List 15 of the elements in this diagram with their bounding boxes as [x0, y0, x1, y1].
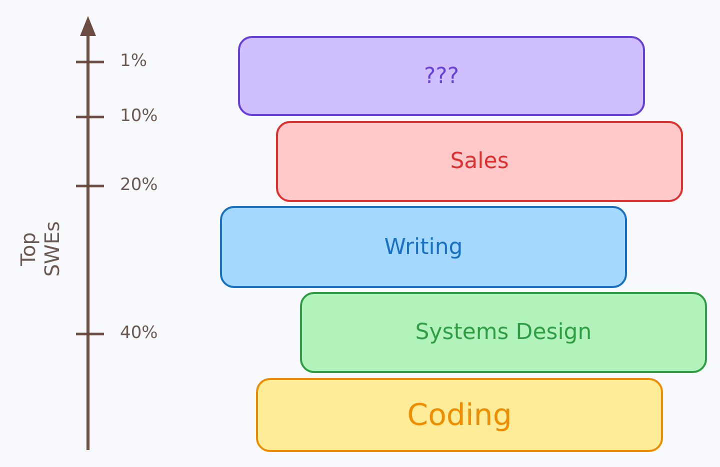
- layer-box: [276, 121, 683, 202]
- layer-label: ???: [424, 64, 460, 88]
- layer-label: Writing: [384, 234, 463, 260]
- layer-label: Sales: [450, 149, 509, 174]
- tick-label: 1%: [120, 51, 147, 71]
- tick-label: 40%: [120, 323, 158, 343]
- axis-title: Top SWEs: [16, 220, 64, 279]
- layer-label: Coding: [407, 398, 512, 432]
- layer-label: Systems Design: [415, 320, 592, 345]
- tick-label: 10%: [120, 106, 158, 126]
- layer-box: [300, 292, 707, 373]
- layer-box: [220, 206, 627, 288]
- layer-box: [256, 378, 663, 452]
- tick-label: 20%: [120, 175, 158, 195]
- layer-box: [238, 36, 645, 116]
